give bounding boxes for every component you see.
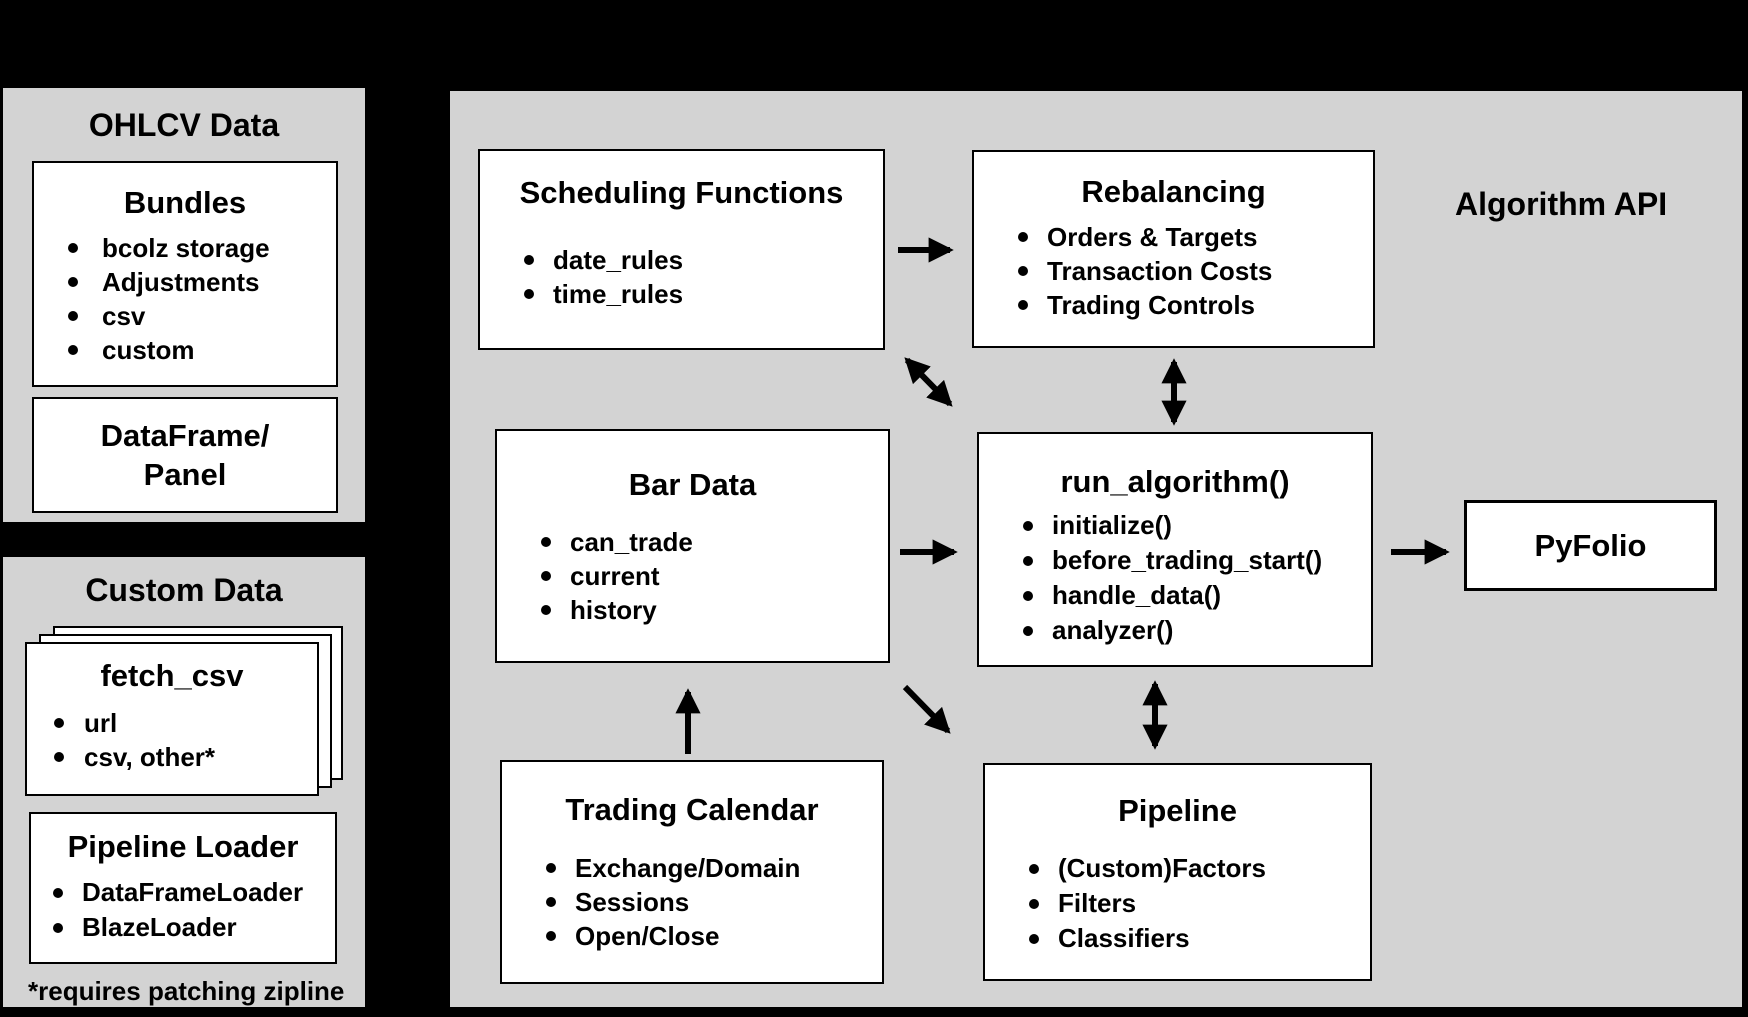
trading-calendar-list: Exchange/Domain Sessions Open/Close [502,851,882,953]
pipeline-list: (Custom)Factors Filters Classifiers [985,851,1370,956]
list-item: Trading Controls [974,288,1373,322]
dataframe-panel-box: DataFrame/ Panel [32,397,338,513]
fetch-csv-list: url csv, other* [27,706,317,774]
scheduling-functions-box: Scheduling Functions date_rules time_rul… [478,149,885,350]
pipeline-loader-list: DataFrameLoader BlazeLoader [31,875,335,945]
list-item: DataFrameLoader [31,875,335,910]
list-item: analyzer() [979,613,1371,648]
fetch-csv-box: fetch_csv url csv, other* [25,642,319,796]
pipeline-title: Pipeline [1118,793,1237,828]
pipeline-loader-box: Pipeline Loader DataFrameLoader BlazeLoa… [29,812,337,964]
list-item: handle_data() [979,578,1371,613]
pipeline-loader-title: Pipeline Loader [67,829,299,864]
bundles-list: bcolz storage Adjustments csv custom [34,231,336,367]
list-item: before_trading_start() [979,543,1371,578]
list-item: history [497,593,888,627]
dataframe-panel-title: DataFrame/ Panel [34,399,336,511]
rebalancing-title: Rebalancing [1081,174,1266,209]
list-item: time_rules [480,277,883,311]
list-item: csv [34,299,336,333]
run-algorithm-list: initialize() before_trading_start() hand… [979,508,1371,648]
run-algorithm-title: run_algorithm() [1060,464,1290,499]
scheduling-functions-list: date_rules time_rules [480,243,883,311]
bar-data-list: can_trade current history [497,525,888,627]
bundles-box: Bundles bcolz storage Adjustments csv cu… [32,161,338,387]
pipeline-box: Pipeline (Custom)Factors Filters Classif… [983,763,1372,981]
list-item: custom [34,333,336,367]
list-item: Adjustments [34,265,336,299]
trading-calendar-box: Trading Calendar Exchange/Domain Session… [500,760,884,984]
trading-calendar-title: Trading Calendar [565,792,819,827]
footnote: *requires patching zipline [28,976,345,1006]
rebalancing-box: Rebalancing Orders & Targets Transaction… [972,150,1375,348]
list-item: Open/Close [502,919,882,953]
list-item: date_rules [480,243,883,277]
fetch-csv-title: fetch_csv [100,658,244,693]
rebalancing-list: Orders & Targets Transaction Costs Tradi… [974,220,1373,322]
scheduling-functions-title: Scheduling Functions [519,175,844,210]
run-algorithm-box: run_algorithm() initialize() before_trad… [977,432,1373,667]
bar-data-title: Bar Data [628,467,757,502]
list-item: Filters [985,886,1370,921]
list-item: Classifiers [985,921,1370,956]
list-item: current [497,559,888,593]
list-item: Sessions [502,885,882,919]
pyfolio-title: PyFolio [1534,527,1647,563]
bar-data-box: Bar Data can_trade current history [495,429,890,663]
list-item: can_trade [497,525,888,559]
ohlcv-panel-title: OHLCV Data [88,107,280,143]
dataframe-title-line2: Panel [143,457,227,492]
list-item: BlazeLoader [31,910,335,945]
list-item: Transaction Costs [974,254,1373,288]
dataframe-title-line1: DataFrame/ [100,418,270,453]
list-item: initialize() [979,508,1371,543]
list-item: bcolz storage [34,231,336,265]
list-item: (Custom)Factors [985,851,1370,886]
algorithm-api-label: Algorithm API [1455,186,1668,222]
list-item: Exchange/Domain [502,851,882,885]
bundles-title: Bundles [123,185,247,220]
custom-panel-title: Custom Data [85,572,283,608]
pyfolio-box: PyFolio [1464,500,1717,591]
list-item: csv, other* [27,740,317,774]
list-item: Orders & Targets [974,220,1373,254]
list-item: url [27,706,317,740]
